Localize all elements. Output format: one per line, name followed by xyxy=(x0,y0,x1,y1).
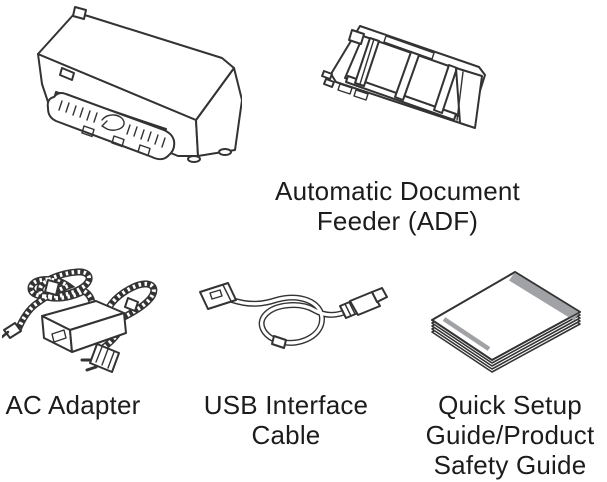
scanner-side-tab xyxy=(59,67,75,81)
scanner-feet xyxy=(187,148,232,163)
adf-right-cap xyxy=(455,67,483,129)
power-brick xyxy=(41,300,127,353)
cable-clip xyxy=(271,335,287,349)
guide-label: Quick Setup Guide/Product Safety Guide xyxy=(425,390,595,480)
tray-arrow-mark xyxy=(101,114,125,131)
booklet-illustration xyxy=(431,271,581,373)
scanner-output-tray xyxy=(46,91,176,161)
usb-cable-label: USB Interface Cable xyxy=(203,390,369,450)
adf-guides xyxy=(337,37,458,121)
adf-corner-mount xyxy=(348,29,365,45)
adf-center-rail xyxy=(394,51,420,101)
adf-hinge-pins xyxy=(321,70,335,88)
ac-plug xyxy=(80,343,120,373)
usb-b-connector xyxy=(339,287,388,319)
scanner-top-notch xyxy=(72,6,87,20)
brick-inlet xyxy=(51,329,67,343)
adf-illustration xyxy=(321,25,486,129)
adf-bottom-tabs xyxy=(337,83,369,101)
ac-adapter-illustration xyxy=(2,268,158,373)
usb-cable-cord xyxy=(229,294,353,349)
dc-plug xyxy=(2,322,22,339)
tray-tabs xyxy=(81,125,151,157)
usb-a-connector xyxy=(199,282,237,310)
cord-wrap-band xyxy=(44,279,60,296)
adf-handle-recess xyxy=(383,35,435,60)
usb-cable-illustration xyxy=(199,282,388,349)
ac-adapter-input-cord xyxy=(14,268,96,334)
booklet-spine-band xyxy=(509,272,580,321)
cord-wrap-band-2 xyxy=(124,297,139,312)
booklet-cover xyxy=(431,271,581,361)
adf-right-guide xyxy=(433,64,458,114)
tray-ridges xyxy=(58,100,166,148)
scanner-illustration xyxy=(37,6,242,163)
booklet-cover-stripe xyxy=(442,317,491,351)
adf-label: Automatic Document Feeder (ADF) xyxy=(275,176,520,236)
ac-adapter-label: AC Adapter xyxy=(5,390,141,420)
